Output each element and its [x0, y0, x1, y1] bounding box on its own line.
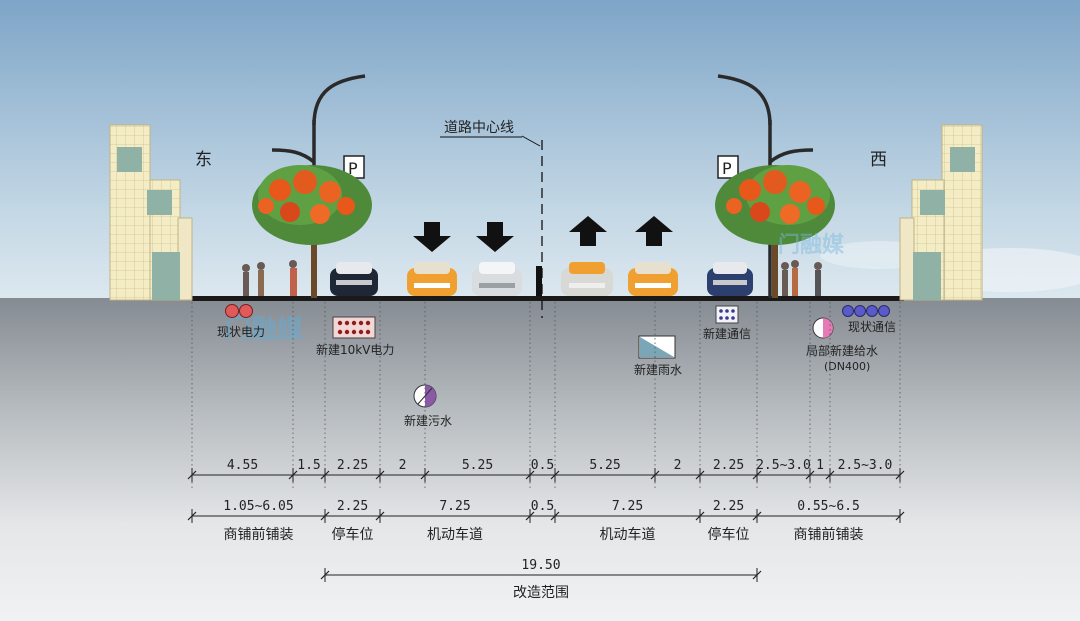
dimension-label: 2.5~3.0 [838, 458, 893, 473]
watermark: 门融媒 [778, 232, 845, 258]
dimension-label: 0.5 [531, 499, 554, 514]
median-bollard [536, 266, 542, 296]
new-rain-culvert-icon [638, 335, 676, 359]
dimension-label: 5.25 [462, 458, 493, 473]
existing-power-pipe-icon [225, 304, 253, 318]
dimension-label: 2 [399, 458, 407, 473]
pipe-label-existing-telecom: 现状通信 [848, 320, 896, 334]
tree-east [252, 165, 372, 298]
new-sewage-pipe-icon [413, 384, 437, 408]
dimension-label: 1.05~6.05 [223, 499, 293, 514]
dimension-label: 2 [674, 458, 682, 473]
tree-west [715, 165, 835, 298]
pipe-label-new-10kv-power: 新建10kV电力 [316, 342, 394, 357]
total-width-value: 19.50 [521, 558, 560, 573]
parking-sign-west: P [717, 155, 739, 179]
pipe-label-new-telecom: 新建通信 [703, 326, 751, 341]
centerline-label: 道路中心线 [444, 120, 514, 136]
dimension-label: 4.55 [227, 458, 258, 473]
dimension-label: 0.55~6.5 [797, 499, 860, 514]
new-telecom-duct-icon [715, 305, 739, 324]
dimension-label: 5.25 [589, 458, 620, 473]
dimension-row-2: 1.05~6.05 2.25 7.25 0.5 7.25 2.25 0.55~6.5 商铺前铺… [187, 499, 905, 543]
dimension-label: 0.5 [531, 458, 554, 473]
zone-label: 商铺前铺装 [794, 526, 864, 543]
parked-car-west [707, 262, 753, 296]
arrow-down-icon [476, 222, 514, 252]
watermark: 门融媒 [225, 315, 304, 345]
car-lane-3 [561, 262, 613, 296]
zone-label: 停车位 [708, 526, 750, 543]
existing-telecom-pipe-icon [842, 305, 890, 317]
pedestrians-east [242, 260, 297, 296]
arrow-down-icon [413, 222, 451, 252]
dimension-label: 2.25 [713, 458, 744, 473]
zone-label: 停车位 [332, 526, 374, 543]
arrow-up-icon [569, 216, 607, 246]
svg-text:P: P [722, 159, 732, 178]
dimension-label: 1.5 [297, 458, 320, 473]
dimension-row-1: 4.55 1.5 2.25 2 5.25 0.5 5.25 2 2.25 2.5~3.0 1 2.5~… [187, 458, 905, 482]
partial-new-water-pipe-icon [812, 317, 834, 339]
car-lane-1 [407, 262, 457, 296]
dimension-label: 2.25 [713, 499, 744, 514]
car-lane-2 [472, 262, 522, 296]
car-lane-4 [628, 262, 678, 296]
dimension-label: 2.25 [337, 499, 368, 514]
parked-car-east [330, 262, 378, 296]
building-west [899, 124, 983, 301]
dimension-label: 2.5~3.0 [756, 458, 811, 473]
zone-label: 机动车道 [600, 526, 656, 543]
road-surface [192, 296, 904, 301]
pedestrians-west [781, 260, 822, 296]
zone-label: 商铺前铺装 [224, 526, 294, 543]
arrow-up-icon [635, 216, 673, 246]
pipe-label-new-rain: 新建雨水 [634, 362, 682, 377]
direction-east: 东 [195, 150, 212, 170]
dimension-label: 1 [816, 458, 824, 473]
svg-text:P: P [348, 159, 358, 178]
centerline-leader [521, 135, 541, 147]
direction-west: 西 [870, 150, 887, 170]
dimension-label: 7.25 [612, 499, 643, 514]
new-10kv-power-duct-icon [332, 316, 376, 339]
zone-label: 机动车道 [427, 526, 483, 543]
pipe-label-new-sewage: 新建污水 [404, 413, 452, 428]
dimension-row-total: 19.50 改造范围 [320, 558, 762, 601]
building-east [109, 124, 193, 301]
pipe-label-partial-new-water: 局部新建给水 [806, 343, 878, 358]
pipe-label-existing-power: 现状电力 [217, 325, 265, 339]
pipe-label-water-spec: (DN400) [824, 360, 870, 373]
dimension-label: 2.25 [337, 458, 368, 473]
total-width-label: 改造范围 [513, 584, 569, 601]
dimension-label: 7.25 [439, 499, 470, 514]
